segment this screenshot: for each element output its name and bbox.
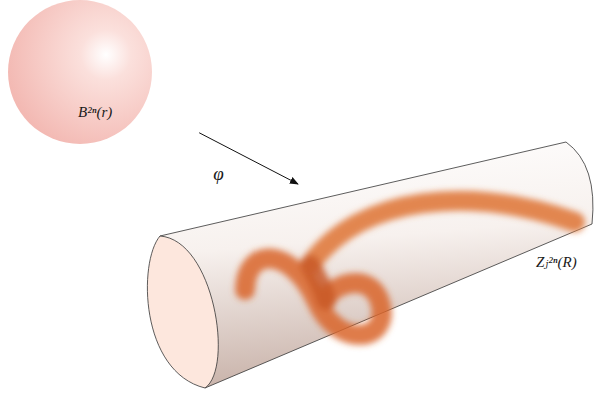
map-label: φ (211, 164, 226, 185)
map-arrow (199, 133, 298, 184)
ball-shape (4, 0, 160, 150)
region-label: B²ⁿ(r) (78, 104, 112, 121)
cylinder-shape (140, 130, 596, 393)
ball-node: B²ⁿ(r) (4, 0, 160, 150)
region-label: Zⱼ²ⁿ(R) (536, 254, 577, 271)
cylinder-node: Zⱼ²ⁿ(R) (140, 130, 596, 393)
